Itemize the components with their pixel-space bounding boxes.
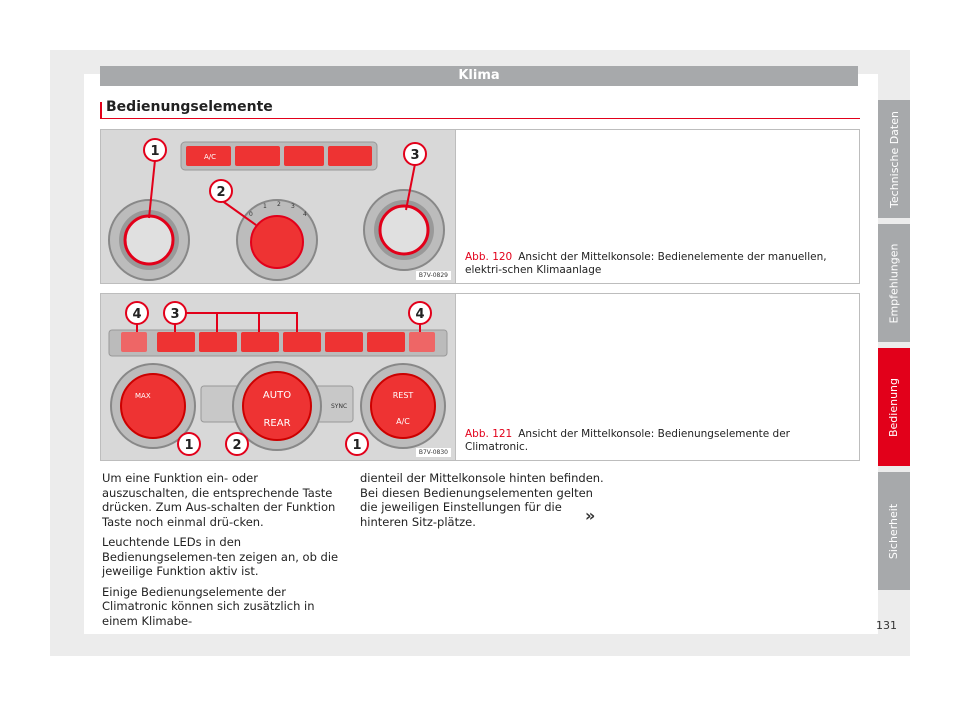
figure-number: Abb. 121: [465, 428, 513, 440]
svg-text:2: 2: [232, 438, 241, 453]
svg-text:3: 3: [410, 148, 419, 163]
ac-button-text: A/C: [204, 153, 216, 161]
climatronic-illustration: MAX AUTO REAR SYNC REST A/C 4 3 4 1: [101, 294, 455, 460]
side-tab-technische-daten[interactable]: Technische Daten: [878, 100, 910, 218]
svg-text:1: 1: [150, 144, 159, 159]
svg-text:4: 4: [415, 307, 424, 322]
title-rule: [100, 118, 860, 119]
figure-121: MAX AUTO REAR SYNC REST A/C 4 3 4 1: [100, 293, 860, 461]
svg-text:4: 4: [132, 307, 141, 322]
side-tab-empfehlungen[interactable]: Empfehlungen: [878, 224, 910, 342]
paragraph: Einige Bedienungselemente der Climatroni…: [102, 584, 315, 628]
body-column-right: dienteil der Mittelkonsole hinten befind…: [360, 471, 605, 535]
callout-2: [225, 432, 249, 456]
svg-text:2: 2: [216, 185, 225, 200]
svg-text:3: 3: [291, 203, 295, 210]
figure-120: A/C 0 1 2 3 4 1 2: [100, 129, 860, 284]
callout-1-left: [177, 432, 201, 456]
figure-caption-text: Ansicht der Mittelkonsole: Bedienungsele…: [465, 428, 790, 453]
side-tab-sicherheit[interactable]: Sicherheit: [878, 472, 910, 590]
svg-text:1: 1: [184, 438, 193, 453]
callout-1: [143, 138, 167, 162]
figure-120-image: A/C 0 1 2 3 4 1 2: [101, 130, 456, 283]
section-title: Bedienungselemente: [106, 99, 273, 115]
callout-1-right: [345, 432, 369, 456]
svg-text:MAX: MAX: [135, 392, 151, 400]
figure-number: Abb. 120: [465, 251, 513, 263]
svg-text:SYNC: SYNC: [331, 403, 347, 410]
paragraph: Um eine Funktion ein- oder auszuschalten…: [102, 471, 336, 529]
figure-caption-text: Ansicht der Mittelkonsole: Bedienelement…: [465, 251, 827, 276]
chapter-header: Klima: [100, 66, 858, 86]
page-number: 131: [876, 619, 897, 632]
ac-button-graphic: [186, 146, 231, 166]
callout-2: [209, 179, 233, 203]
svg-text:2: 2: [277, 201, 281, 208]
figure-code: B7V-0829: [415, 271, 451, 280]
svg-text:0: 0: [249, 211, 253, 218]
svg-text:1: 1: [352, 438, 361, 453]
svg-text:3: 3: [170, 307, 179, 322]
svg-text:REST: REST: [393, 391, 414, 400]
manual-climate-illustration: A/C 0 1 2 3 4 1 2: [101, 130, 455, 283]
figure-code: B7V-0830: [415, 448, 451, 457]
continue-mark: »: [585, 506, 596, 525]
svg-text:REAR: REAR: [263, 418, 290, 429]
callout-3: [403, 142, 427, 166]
svg-text:A/C: A/C: [396, 417, 410, 426]
body-column-left: Um eine Funktion ein- oder auszuschalten…: [102, 471, 347, 634]
svg-text:AUTO: AUTO: [263, 390, 291, 401]
svg-text:4: 4: [303, 211, 307, 218]
svg-text:1: 1: [263, 203, 267, 210]
side-tab-bedienung[interactable]: Bedienung: [878, 348, 910, 466]
paragraph: Leuchtende LEDs in den Bedienungselemen-…: [102, 535, 339, 578]
title-accent: [100, 102, 102, 118]
figure-121-image: MAX AUTO REAR SYNC REST A/C 4 3 4 1: [101, 294, 456, 460]
paragraph: dienteil der Mittelkonsole hinten befind…: [360, 471, 604, 529]
